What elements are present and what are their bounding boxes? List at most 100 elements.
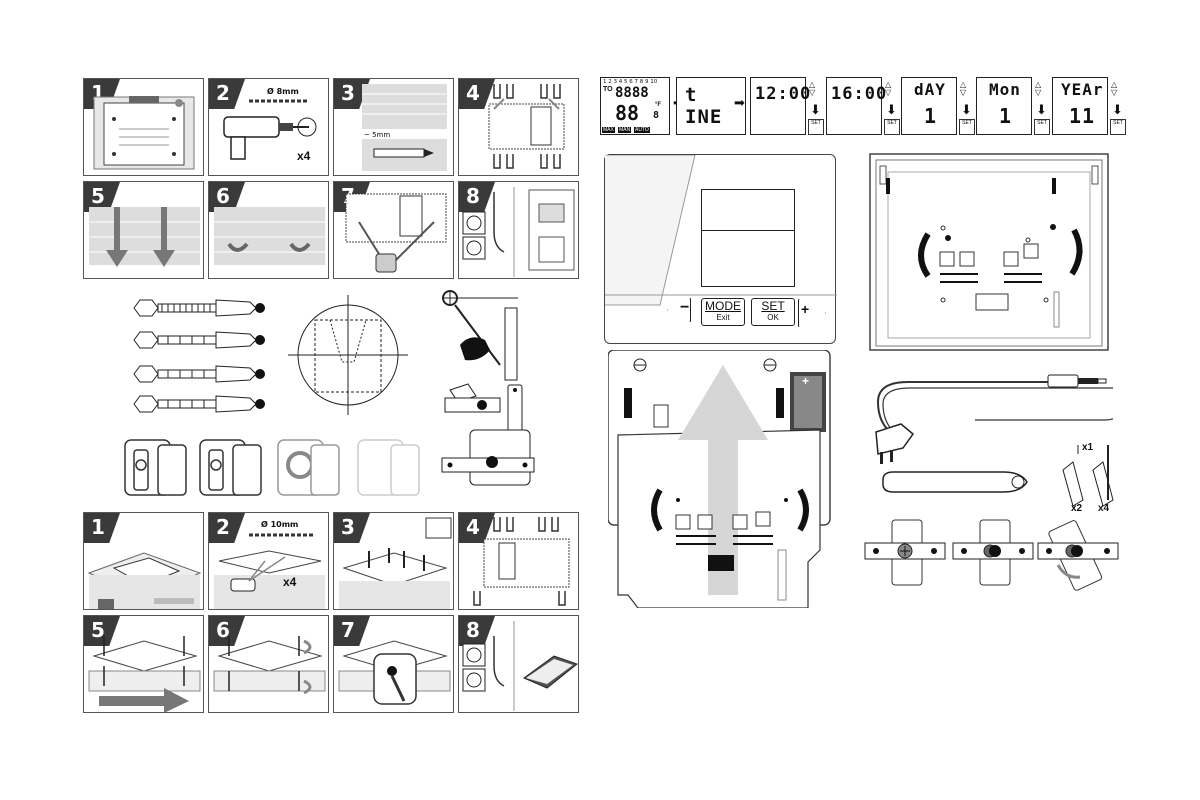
lcd-decimal-digit: 8 [653,110,660,121]
lcd-status-man: MAN [618,127,632,133]
mode-sublabel: Exit [716,313,730,322]
lcd-screen-weekday: Mon 1 [976,77,1032,135]
wall-bracket-illustration [869,153,1109,351]
up-triangle-icon: △ [1035,80,1042,89]
step-panel-b4: 4 [458,512,579,610]
power-cord-illustration [875,374,1113,464]
arrow-down-icon: ⬇ [1036,102,1047,117]
hardware-detail-illustrations [124,290,535,496]
step-panel-3: 3 ~ 5mm [333,78,454,176]
step-panel-b1: 1 [83,512,204,610]
lcd-full-display: 1 2 3 4 5 6 7 8 9 10 TO 8888 88 8 °F MAX… [600,77,670,135]
wall-template-illustration [93,96,195,170]
plus-label: + [801,301,810,317]
set-key-icon: SET [1110,119,1126,135]
lcd-screen-text: t INE [685,84,723,128]
hole-count: x4 [297,149,311,163]
step-panel-b3: 3 [333,512,454,610]
bracket-mounting-illustration [488,84,565,169]
lcd-screen-text: dAY [914,80,946,99]
bracket-clip-sequence [124,439,420,496]
hole-count: x4 [283,575,297,589]
step-panel-7: 7 [333,181,454,279]
set-key-icon: SET [808,119,824,135]
quantity-label-x4: x4 [1098,503,1110,514]
level-and-tool [442,290,518,413]
lcd-to-label: TO [603,86,613,93]
small-parts-illustration [882,445,1114,507]
step-panel-b5: 5 [83,615,204,713]
step-panel-5: 5 [83,181,204,279]
lcd-day-row: 1 2 3 4 5 6 7 8 9 10 [603,79,658,85]
floor-bracket-illustration [473,517,570,606]
lcd-time-digits: 8888 [615,85,649,101]
depth-label: ~ 5mm [364,131,391,139]
quantity-label-x2: x2 [1071,503,1083,514]
lcd-screen-text: Mon [989,80,1021,99]
floor-lock-illustration [338,640,451,705]
drill-illustration [223,99,317,160]
heater-hanging-illustration [345,193,447,273]
step-panel-1: 1 [83,78,204,176]
controller-back-illustration [608,350,831,608]
down-triangle-icon: ▽ [1111,88,1118,97]
lcd-screen-text: 16:00 [831,84,888,104]
down-triangle-icon: ▽ [1035,88,1042,97]
mode-label: MODE [705,299,741,313]
step-badge: 6 [209,616,245,646]
lcd-screen-year: YEAr 11 [1052,77,1108,135]
arrow-down-icon: ⬇ [961,102,972,117]
set-key-icon: SET [1034,119,1050,135]
lcd-status-auto: AUTO [634,127,650,133]
set-label: SET [761,299,785,313]
step-panel-b8: 8 [458,615,579,713]
rotate-lock-illustration [214,207,325,265]
floor-slide-illustration [88,636,201,712]
set-key-icon: SET [884,119,900,135]
slide-down-illustration [89,207,200,267]
clip-step-3 [1037,520,1119,591]
down-triangle-icon: ▽ [809,88,816,97]
step-panel-b2: 2 Ø 10mm x4 [208,512,329,610]
floor-screws-illustration [339,517,452,609]
step-panel-b7: 7 [333,615,454,713]
mounting-clip-sequence [864,519,1119,591]
set-button[interactable]: SET OK [751,298,795,326]
mode-button[interactable]: MODE Exit [701,298,745,326]
set-key-icon: SET [959,119,975,135]
quantity-label-x1: x1 [1082,442,1094,453]
lcd-screen-time: t INE [676,77,746,135]
brick-wall-anchor-illustration [362,84,447,171]
lcd-screen-subvalue: 1 [999,104,1013,128]
drill-bit-size: Ø 8mm [267,87,299,96]
floor-drill-illustration [214,533,325,609]
plug-in-illustration [462,187,575,277]
floor-template-illustration [87,552,202,609]
step-panel-2: 2 Ø 8mm x4 [208,78,329,176]
lcd-screen-subvalue: 11 [1069,104,1096,128]
lcd-unit: °F [655,102,662,108]
floor-rotate-illustration [213,636,326,695]
up-triangle-icon: △ [885,80,892,89]
down-triangle-icon: ▽ [960,88,967,97]
step-panel-8: 8 [458,181,579,279]
controller-lcd-window [701,189,795,287]
step-panel-b6: 6 [208,615,329,713]
clip-step-2 [952,519,1034,586]
keyhole-bracket [441,384,535,486]
lcd-screen-text: YEAr [1061,80,1104,99]
battery-plus-label: + [802,374,810,388]
drill-bit-size: Ø 10mm [261,520,299,529]
arrow-down-icon: ⬇ [810,102,821,117]
lcd-status-max: MAX [602,127,615,133]
down-triangle-icon: ▽ [885,88,892,97]
arrow-down-icon: ⬇ [886,102,897,117]
up-triangle-icon: △ [1111,80,1118,89]
floor-plug-in-illustration [462,621,578,711]
up-triangle-icon: △ [809,80,816,89]
controller-housing-outline [605,155,837,306]
up-triangle-icon: △ [960,80,967,89]
thermostat-controller-front: − MODE Exit SET OK + [604,154,837,344]
thermostat-controller-back: + [608,350,836,608]
lcd-temp-digits: 88 [615,101,640,125]
